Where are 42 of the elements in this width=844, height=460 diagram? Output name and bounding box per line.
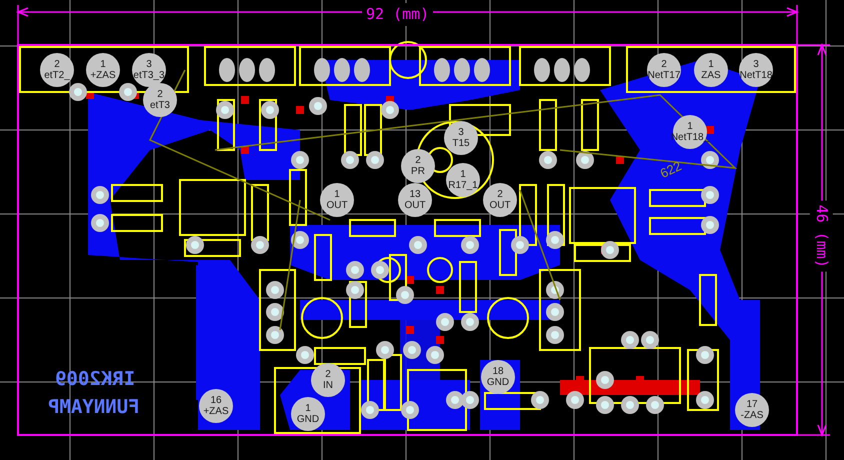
net-label: ZAS <box>701 70 721 81</box>
net-label: GND <box>296 414 320 425</box>
pad-number: 3 <box>146 59 152 70</box>
pad-number: 18 <box>492 366 504 377</box>
net-label: T15 <box>452 138 470 149</box>
pad-number: 13 <box>409 189 421 200</box>
net-label: -ZAS <box>740 410 764 421</box>
pad-number: 2 <box>54 59 60 70</box>
pad-number: 1 <box>708 59 714 70</box>
net-label: GND <box>486 377 510 388</box>
pad-number: 3 <box>753 59 759 70</box>
net-label: R17_1 <box>448 180 478 191</box>
net-label: etT2_ <box>44 70 70 81</box>
mirrored-copper-text: IRK2009 <box>55 367 136 392</box>
dimension-label: 46 (mm) <box>810 200 833 272</box>
net-label: +ZAS <box>90 70 116 81</box>
pad-number: 3 <box>458 127 464 138</box>
pad-number: 17 <box>746 399 758 410</box>
net-label: +ZAS <box>203 406 229 417</box>
net-label: NetT17 <box>648 70 680 81</box>
silkscreen-text: 622 <box>656 157 685 183</box>
net-label: IN <box>323 380 333 391</box>
net-label: NetT18 <box>740 70 772 81</box>
pad-number: 2 <box>497 189 503 200</box>
pad-number: 1 <box>687 121 693 132</box>
pad-number: 1 <box>305 403 311 414</box>
net-label: OUT <box>489 200 511 211</box>
pad-number: 2 <box>157 89 163 100</box>
dimension-label: 92 (mm) <box>362 3 434 26</box>
net-label: etT3_3 <box>133 70 165 81</box>
net-label: OUT <box>326 200 348 211</box>
mirrored-copper-text: FUNNYAMP <box>48 395 140 420</box>
net-label: OUT <box>404 200 426 211</box>
pad-number: 1 <box>460 169 466 180</box>
pad-number: 1 <box>334 189 340 200</box>
net-label: etT3 <box>150 100 170 111</box>
pad-number: 2 <box>325 369 331 380</box>
net-label: PR <box>411 166 425 177</box>
pad-number: 2 <box>415 155 421 166</box>
pad-number: 2 <box>661 59 667 70</box>
pad-number: 1 <box>100 59 106 70</box>
pad-number: 16 <box>210 395 222 406</box>
